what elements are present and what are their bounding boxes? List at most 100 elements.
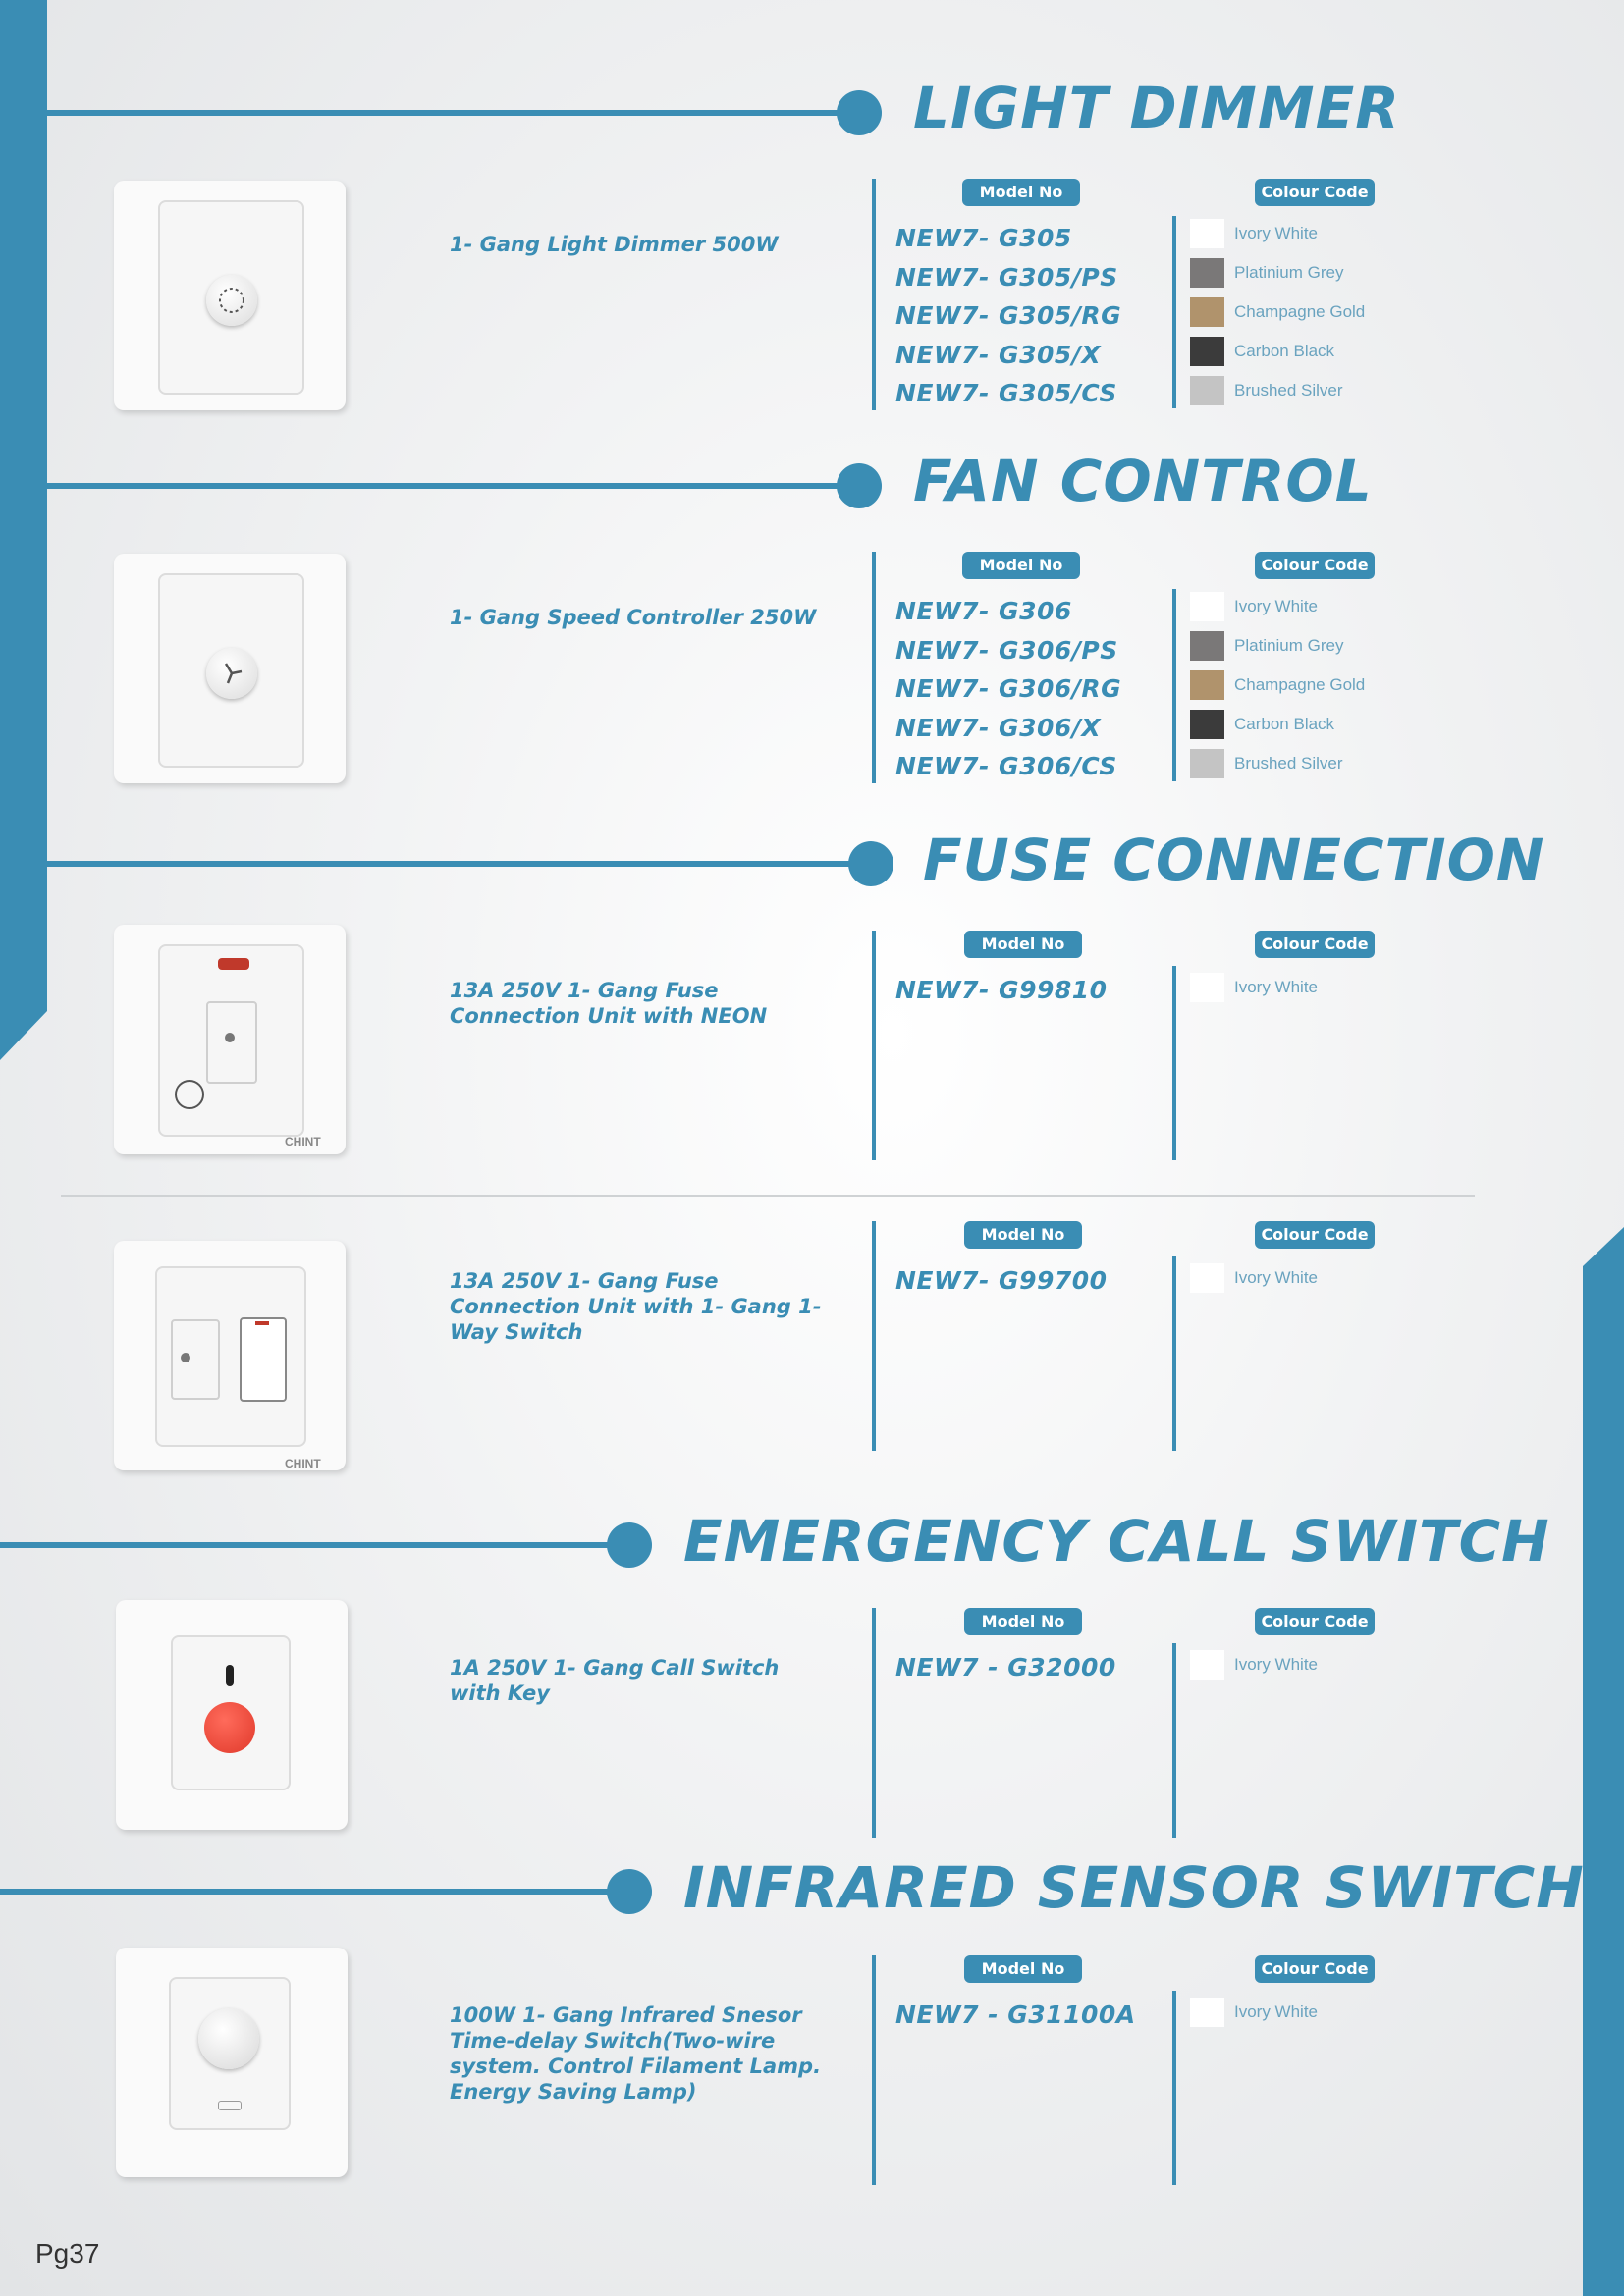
column-divider [1172,216,1176,408]
model-number: NEW7- G306/RG [895,674,1122,703]
product-separator [61,1195,1475,1197]
colour-item: Ivory White [1190,587,1365,626]
fuse-holder-icon [171,1319,220,1400]
rocker-switch-icon [240,1317,287,1402]
screw-icon [181,1353,190,1362]
model-number: NEW7 - G32000 [895,1653,1116,1682]
colour-name: Carbon Black [1234,342,1335,360]
colour-item: Ivory White [1190,1645,1318,1684]
colour-swatch [1190,592,1224,621]
fan-knob-icon [206,648,257,699]
product-image-fan-controller [114,554,346,783]
colour-list: Ivory White [1190,1258,1318,1298]
colour-name: Platinium Grey [1234,636,1344,655]
section-bullet [607,1869,652,1914]
colour-item: Champagne Gold [1190,293,1365,332]
model-number: NEW7- G99700 [895,1266,1108,1295]
product-description: 13A 250V 1- Gang Fuse Connection Unit wi… [450,979,768,1028]
colour-code-badge: Colour Code [1255,179,1375,206]
colour-code-badge: Colour Code [1255,1955,1375,1983]
product-description: 1- Gang Speed Controller 250W [450,606,817,629]
page-number: Pg37 [35,2238,100,2269]
product-image-fuse-switch: CHINT [114,1241,346,1470]
colour-swatch [1190,337,1224,366]
colour-list: Ivory White Platinium Grey Champagne Gol… [1190,587,1365,783]
colour-list: Ivory White [1190,1645,1318,1684]
column-divider [1172,966,1176,1160]
section-title-emergency-call-switch: EMERGENCY CALL SWITCH [683,1508,1550,1575]
colour-item: Ivory White [1190,1993,1318,2032]
model-number: NEW7 - G31100A [895,2001,1136,2029]
colour-item: Platinium Grey [1190,626,1365,666]
colour-list: Ivory White [1190,968,1318,1007]
emergency-button-icon [204,1702,255,1753]
brand-logo: CHINT [285,1457,321,1470]
section-title-fuse-connection: FUSE CONNECTION [923,827,1545,893]
model-number: NEW7- G305/PS [895,262,1118,292]
colour-swatch [1190,1998,1224,2027]
column-divider [872,1955,876,2185]
colour-swatch [1190,258,1224,288]
model-no-badge: Model No [962,179,1080,206]
colour-name: Ivory White [1234,597,1319,615]
colour-name: Brushed Silver [1234,754,1343,773]
colour-item: Carbon Black [1190,332,1365,371]
screw-icon [225,1033,235,1042]
colour-name: Brushed Silver [1234,381,1343,400]
product-description: 13A 250V 1- Gang Fuse Connection Unit wi… [450,1269,822,1344]
product-description: 1A 250V 1- Gang Call Switch with Key [450,1656,780,1705]
switch-indicator-icon [255,1321,269,1325]
column-divider [1172,1643,1176,1838]
colour-code-badge: Colour Code [1255,1608,1375,1635]
model-list: NEW7- G99700 [895,1261,1108,1301]
model-number: NEW7- G99810 [895,976,1108,1004]
indicator-slot-icon [218,2101,242,2110]
section-bullet [607,1522,652,1568]
colour-swatch [1190,376,1224,405]
colour-code-badge: Colour Code [1255,1221,1375,1249]
ring-icon [175,1080,204,1109]
model-no-badge: Model No [964,1608,1082,1635]
colour-name: Ivory White [1234,224,1319,242]
model-number: NEW7- G306/PS [895,635,1118,665]
colour-item: Ivory White [1190,968,1318,1007]
section-divider-line [0,1542,628,1548]
colour-swatch [1190,710,1224,739]
colour-swatch [1190,1650,1224,1680]
colour-item: Ivory White [1190,214,1365,253]
section-title-fan-control: FAN CONTROL [913,448,1373,514]
colour-swatch [1190,631,1224,661]
section-bullet [837,463,882,508]
colour-code-badge: Colour Code [1255,931,1375,958]
colour-swatch [1190,219,1224,248]
model-number: NEW7- G305/X [895,340,1102,369]
column-divider [872,552,876,783]
section-title-light-dimmer: LIGHT DIMMER [913,75,1400,141]
colour-item: Champagne Gold [1190,666,1365,705]
product-image-dimmer [114,181,346,410]
left-accent-bar [0,0,47,1060]
model-number: NEW7- G306 [895,597,1072,625]
model-number: NEW7- G306/CS [895,752,1117,780]
model-number: NEW7- G306/X [895,713,1102,742]
model-number: NEW7- G305/RG [895,301,1122,330]
column-divider [872,179,876,410]
colour-swatch [1190,1263,1224,1293]
dimmer-knob-icon [206,275,257,326]
section-bullet [837,90,882,135]
model-list: NEW7 - G32000 [895,1648,1116,1687]
neon-indicator-icon [218,958,249,970]
colour-name: Ivory White [1234,978,1319,996]
model-number: NEW7- G305/CS [895,379,1117,407]
colour-name: Ivory White [1234,1268,1319,1287]
section-bullet [848,841,893,886]
model-number: NEW7- G305 [895,224,1072,252]
product-image-infrared-sensor [116,1948,348,2177]
colour-name: Platinium Grey [1234,263,1344,282]
colour-swatch [1190,973,1224,1002]
section-divider-line [47,483,862,489]
product-image-call-switch [116,1600,348,1830]
colour-list: Ivory White [1190,1993,1318,2032]
colour-name: Champagne Gold [1234,302,1366,321]
colour-list: Ivory White Platinium Grey Champagne Gol… [1190,214,1365,410]
